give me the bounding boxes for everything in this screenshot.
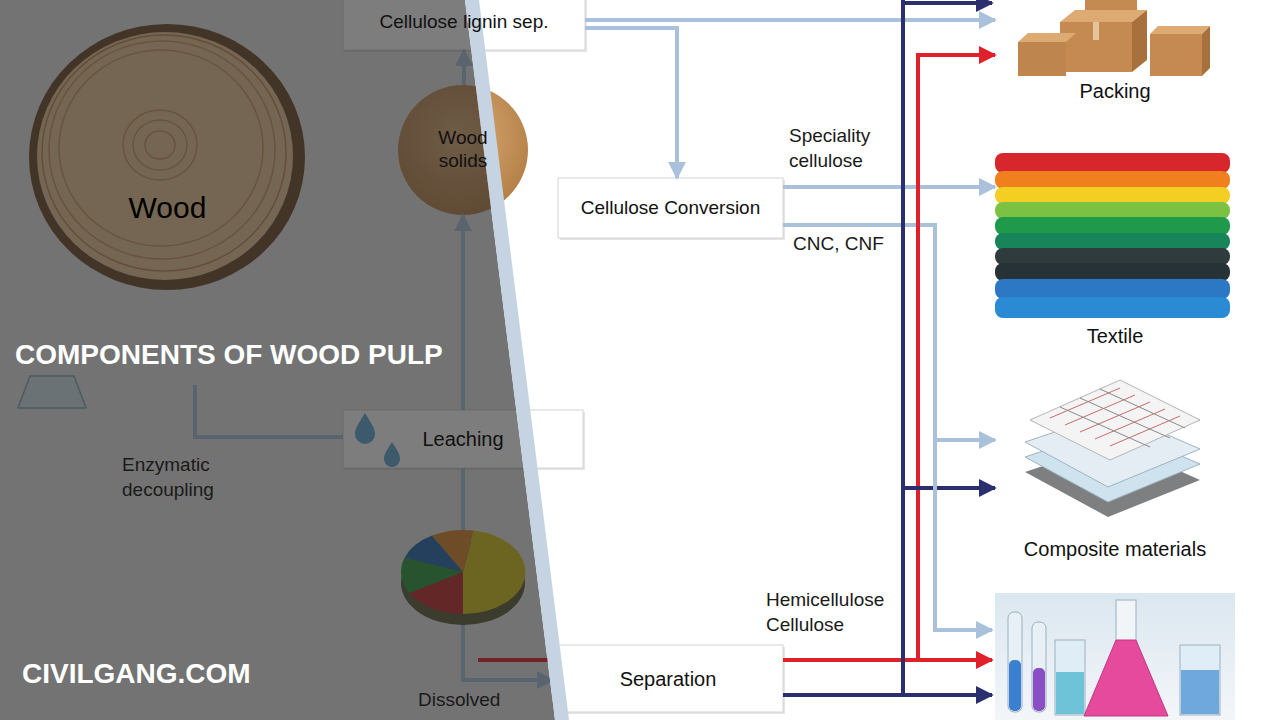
connector — [585, 18, 995, 22]
cloth — [995, 263, 1230, 281]
cloth — [995, 153, 1230, 173]
note-label: Dissolved — [418, 688, 500, 713]
cloth — [995, 248, 1230, 265]
connector — [585, 28, 677, 178]
box-fill — [553, 645, 783, 712]
cloth — [995, 233, 1230, 250]
node-text: Packing — [1079, 79, 1150, 103]
cloth — [995, 202, 1230, 219]
tube-liquid — [1009, 660, 1021, 711]
edge-label: Speciality cellulose — [789, 124, 889, 173]
left-ground — [0, 0, 555, 720]
beaker-liquid — [1056, 672, 1084, 714]
carton — [1150, 34, 1202, 76]
process-box: Separation — [553, 645, 783, 712]
packing-picture — [1018, 0, 1210, 76]
cloth — [995, 187, 1230, 204]
watermark: CIVILGANG.COM — [22, 656, 251, 692]
tube — [1008, 612, 1022, 712]
carton — [1202, 26, 1210, 76]
flask-body — [1084, 640, 1168, 716]
node-text: Wood — [129, 190, 207, 226]
note-label: Enzymatic decoupling — [122, 453, 234, 502]
divider-band — [465, 0, 569, 720]
carton — [1018, 42, 1066, 76]
mesh — [1060, 389, 1185, 447]
edge-label: Hemicellulose Cellulose — [766, 588, 896, 637]
process-box: Cellulose lignin sep. — [343, 0, 585, 50]
dark-overlay — [0, 0, 555, 720]
textile-picture — [995, 153, 1230, 318]
process-box: Leaching — [343, 410, 583, 468]
connector — [783, 225, 995, 440]
node-text: Cellulose lignin sep. — [380, 11, 549, 34]
wood-solids-circle: Wood solids — [398, 85, 528, 215]
tape — [1093, 22, 1099, 40]
sheet — [1030, 380, 1200, 460]
tube-liquid — [1033, 668, 1045, 711]
cloth — [995, 217, 1230, 235]
cloth — [995, 171, 1230, 189]
left-illustration — [0, 0, 555, 720]
lab-ground — [995, 593, 1235, 720]
flask-neck — [1116, 600, 1136, 642]
tube — [1032, 622, 1046, 712]
box-fill — [558, 178, 783, 238]
node-text: Separation — [620, 667, 717, 691]
cloth — [995, 297, 1230, 318]
edge-label: CNC, CNF — [793, 232, 903, 257]
carton — [1018, 33, 1076, 42]
node-text: Textile — [1087, 324, 1144, 348]
wood-log: Wood — [30, 25, 305, 290]
node-text: Composite materials — [1024, 537, 1206, 561]
navy-lab-arrow — [903, 693, 992, 697]
cloth — [995, 279, 1230, 299]
navy-top-arrow — [903, 1, 992, 5]
connector — [783, 55, 995, 660]
red-lab-arrow — [918, 658, 992, 662]
composite-picture — [1025, 380, 1200, 517]
carton — [1150, 26, 1210, 34]
process-box: Cellulose Conversion — [558, 178, 783, 238]
node-text: Cellulose Conversion — [581, 197, 761, 220]
beaker — [1180, 645, 1220, 715]
product-picture: Textile — [995, 150, 1235, 350]
node-text: Leaching — [422, 427, 503, 451]
beaker — [1055, 640, 1085, 715]
lab-picture — [995, 593, 1235, 720]
product-picture: Composite materials — [995, 375, 1235, 563]
carton — [1060, 10, 1147, 22]
carton — [1132, 10, 1147, 72]
connector — [783, 185, 995, 189]
carton — [1060, 22, 1132, 72]
title: COMPONENTS OF WOOD PULP — [15, 338, 443, 372]
beaker-liquid — [1181, 670, 1219, 714]
light-lab-arrow — [935, 440, 992, 630]
navy-trunk — [901, 0, 905, 488]
product-picture: Packing — [995, 0, 1235, 105]
node-text: Wood solids — [428, 127, 498, 173]
